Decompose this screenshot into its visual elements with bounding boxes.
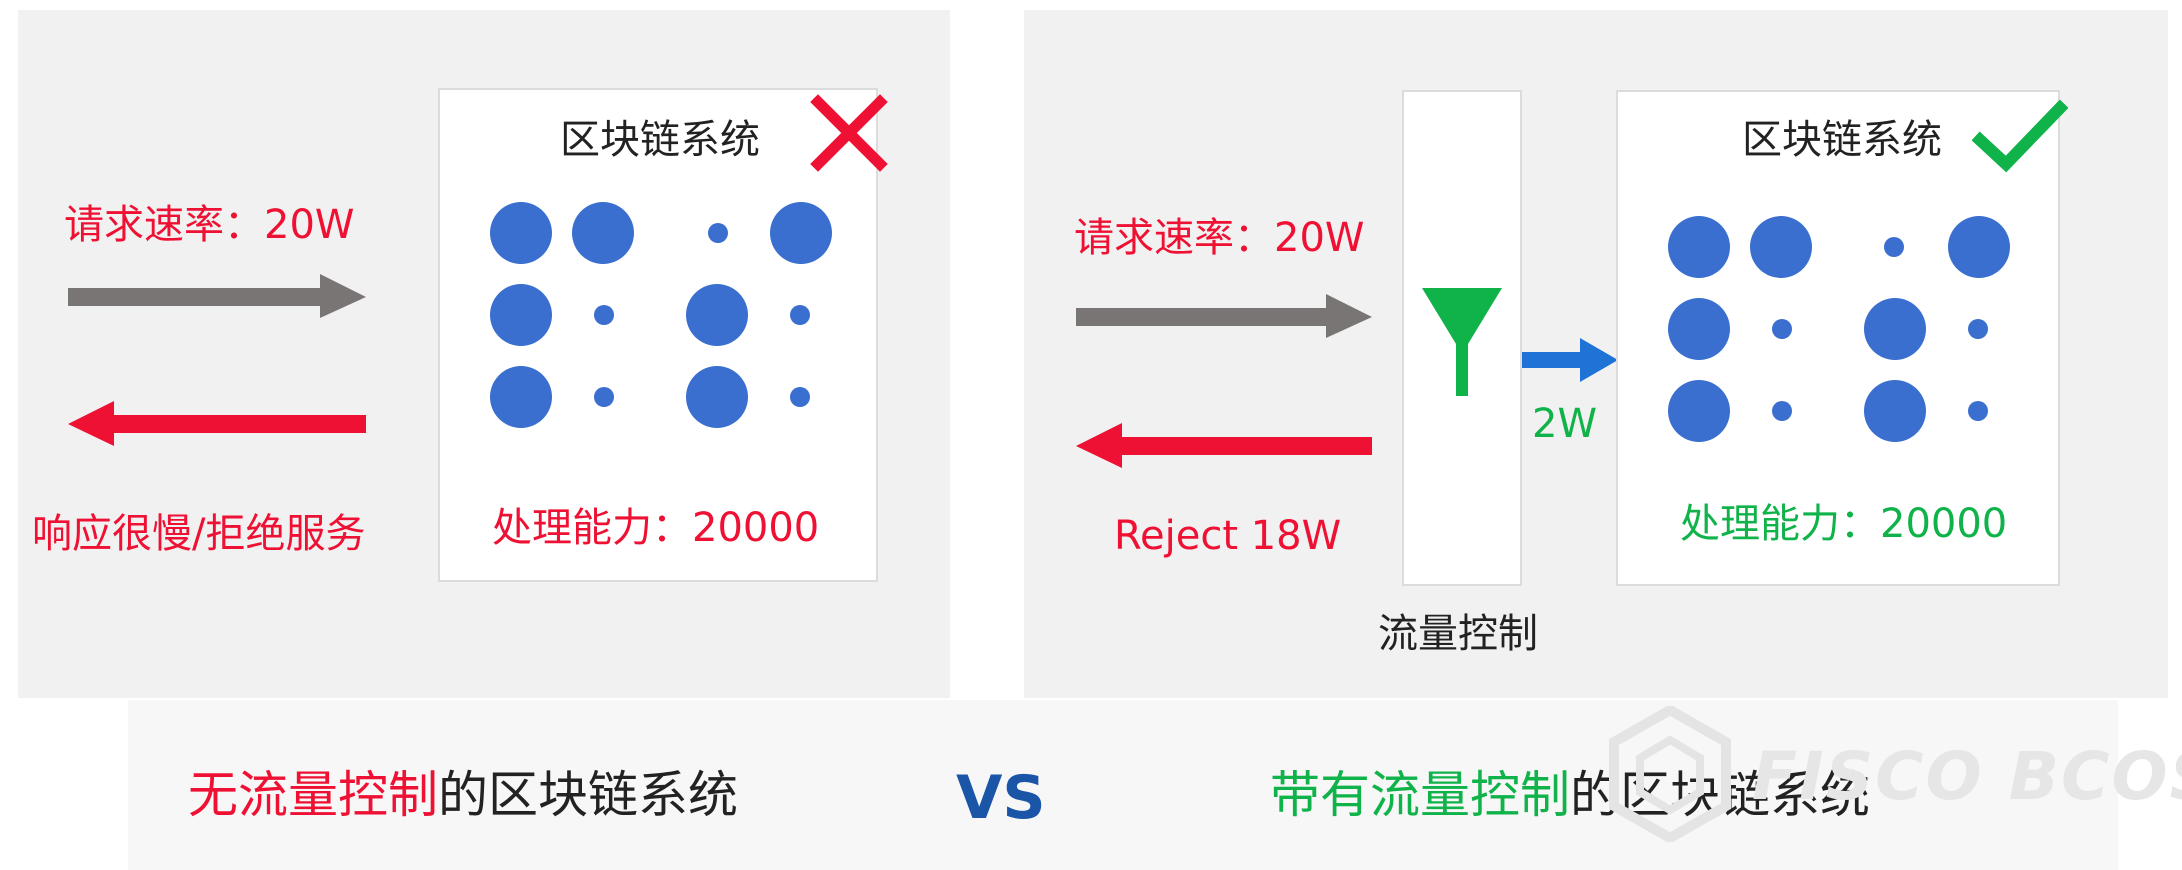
left-response-arrow — [68, 401, 366, 446]
node-large — [1864, 380, 1926, 442]
left-caption: 无流量控制的区块链系统 — [188, 770, 738, 820]
node-small — [1884, 237, 1904, 257]
right-reject-text: Reject 18W — [1114, 513, 1342, 559]
flow-control-label: 流量控制 — [1378, 611, 1538, 657]
node-large — [572, 202, 634, 264]
node-small — [594, 387, 614, 407]
left-caption-highlight: 无流量控制 — [188, 766, 438, 824]
right-request-rate: 请求速率：20W — [1074, 215, 1365, 261]
left-capacity: 处理能力：20000 — [492, 505, 820, 551]
watermark-text: FISCO BCOS — [1752, 738, 2182, 815]
left-system-title: 区块链系统 — [560, 117, 760, 163]
node-large — [1668, 216, 1730, 278]
node-large — [1864, 298, 1926, 360]
right-capacity: 处理能力：20000 — [1680, 501, 2008, 547]
cross-icon — [810, 94, 888, 172]
right-system-title: 区块链系统 — [1742, 117, 1942, 163]
left-caption-rest: 的区块链系统 — [438, 766, 738, 824]
check-icon — [1972, 100, 2068, 173]
right-system-box: 区块链系统 处理能力：20000 — [1616, 90, 2068, 586]
right-pass-arrow — [1522, 338, 1618, 382]
node-large — [770, 202, 832, 264]
node-small — [790, 305, 810, 325]
node-small — [708, 223, 728, 243]
node-small — [1968, 401, 1988, 421]
node-large — [1668, 298, 1730, 360]
caption-bar — [128, 700, 2118, 870]
left-response-text: 响应很慢/拒绝服务 — [32, 511, 366, 557]
right-caption-highlight: 流量控制 — [1370, 766, 1570, 824]
node-small — [1772, 401, 1792, 421]
flow-control-box — [1402, 90, 1522, 586]
node-large — [1948, 216, 2010, 278]
node-large — [686, 284, 748, 346]
left-request-arrow — [68, 274, 366, 318]
node-large — [490, 366, 552, 428]
node-small — [790, 387, 810, 407]
node-large — [490, 202, 552, 264]
right-caption: 带有流量控制的区块链系统 — [1270, 770, 1870, 820]
node-large — [686, 366, 748, 428]
right-caption-prefix: 带有 — [1270, 766, 1370, 824]
left-system-box: 区块链系统 处理能力：20000 — [438, 88, 888, 582]
node-large — [490, 284, 552, 346]
right-reject-arrow — [1076, 423, 1372, 468]
node-small — [1968, 319, 1988, 339]
hexagon-logo-icon — [1609, 706, 1731, 842]
right-request-arrow — [1076, 294, 1372, 338]
funnel-icon — [1422, 288, 1502, 396]
right-pass-text: 2W — [1532, 401, 1597, 447]
node-large — [1668, 380, 1730, 442]
node-small — [594, 305, 614, 325]
node-small — [1772, 319, 1792, 339]
vs-label: VS — [956, 763, 1046, 833]
left-request-rate: 请求速率：20W — [64, 202, 355, 248]
node-large — [1750, 216, 1812, 278]
